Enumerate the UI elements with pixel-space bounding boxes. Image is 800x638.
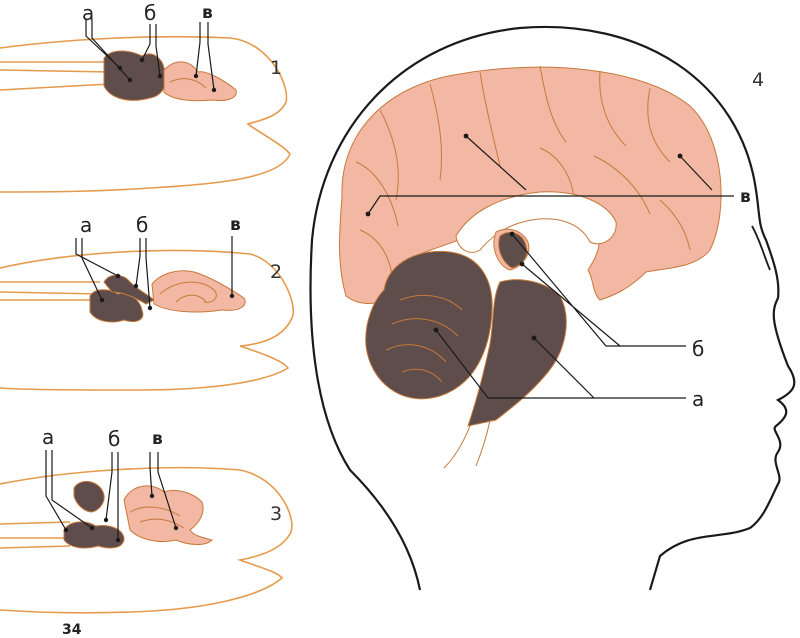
panel-1-head-outline xyxy=(0,35,291,193)
panel-3-label-b: б xyxy=(108,427,120,451)
panel-3-hindbrain xyxy=(63,521,125,549)
panel-2-dot-a1 xyxy=(115,273,121,279)
panel-2: а б в 2 xyxy=(0,213,294,391)
panel-1-leader-b xyxy=(141,24,161,77)
panel-1-label-a: а xyxy=(82,1,94,25)
panel-3-dot-a2 xyxy=(89,525,95,531)
panel-2-dot-b2 xyxy=(147,305,153,311)
panel-4-human: в б а 4 xyxy=(309,25,796,591)
panel-3-label-v: в xyxy=(152,429,163,449)
panel-4-ear xyxy=(751,225,771,271)
panel-2-leader-a xyxy=(75,238,119,301)
panel-1-spinal-cord xyxy=(0,61,111,91)
panel-3-leader-a xyxy=(45,450,93,531)
panel-1-dot-b2 xyxy=(157,73,163,79)
panel-1-fold xyxy=(169,78,207,89)
panel-1-dot-a2 xyxy=(127,77,133,83)
panel-4-head-profile xyxy=(309,25,796,591)
panel-3-dot-v2 xyxy=(173,525,179,531)
panel-4-label-a: а xyxy=(692,387,704,411)
panel-4-label-b: б xyxy=(692,337,704,361)
panel-4-dot-a1 xyxy=(433,327,439,333)
panel-4-dot-v3 xyxy=(677,153,683,159)
panel-1-dot-v1 xyxy=(193,73,199,79)
panel-1-leader-v xyxy=(195,22,215,91)
panel-4-cerebellum-folia xyxy=(385,294,463,383)
page-number: 34 xyxy=(62,622,82,638)
panel-3-midbrain-stalk xyxy=(73,481,105,513)
panel-1-fish: а б в 1 xyxy=(0,1,291,193)
panel-1-label-v: в xyxy=(202,3,213,23)
panel-2-fold-2 xyxy=(175,294,207,303)
panel-4-leader-v xyxy=(367,135,734,215)
panel-4-dot-b2 xyxy=(519,261,525,267)
panel-3-label-a: а xyxy=(42,425,54,449)
panel-3-leader-v xyxy=(149,452,177,529)
panel-2-head-outline xyxy=(0,249,294,391)
panel-2-spinal-cord xyxy=(0,281,101,301)
panel-4-number: 4 xyxy=(752,69,764,91)
panel-1-label-b: б xyxy=(144,1,156,25)
panel-3-number: 3 xyxy=(270,503,282,525)
panel-2-label-v: в xyxy=(230,215,241,235)
panel-2-dot-b1 xyxy=(133,283,139,289)
panel-2-leader-b xyxy=(135,238,151,309)
panel-3-dot-b1 xyxy=(103,517,109,523)
panel-2-label-a: а xyxy=(80,213,92,237)
panel-2-dot-a2 xyxy=(99,297,105,303)
panel-4-midbrain xyxy=(498,231,528,269)
panel-1-dot-a1 xyxy=(117,65,123,71)
panel-1-hindbrain xyxy=(103,50,167,101)
panel-1-leader-a xyxy=(85,20,131,81)
panel-3-spinal-cord xyxy=(0,521,71,549)
panel-3-fold xyxy=(129,506,185,529)
panel-3-leader-b xyxy=(105,452,119,540)
panel-4-dot-a2 xyxy=(531,335,537,341)
panel-4-leader-a xyxy=(435,329,686,399)
panel-3-dot-v1 xyxy=(149,493,155,499)
panel-4-label-v: в xyxy=(740,187,751,207)
panel-3-dot-b2 xyxy=(115,537,121,543)
panel-2-number: 2 xyxy=(270,261,282,283)
panel-4-dot-v1 xyxy=(365,211,371,217)
panel-1-dot-v2 xyxy=(211,87,217,93)
panel-4-leader-b xyxy=(511,233,686,347)
panel-1-forebrain xyxy=(163,61,237,102)
panel-1-dot-b1 xyxy=(139,57,145,63)
panel-3-head-outline xyxy=(0,466,293,614)
panel-4-gyri xyxy=(355,65,691,281)
panel-3-forebrain xyxy=(123,485,213,545)
panel-2-dot-v1 xyxy=(229,293,235,299)
panel-4-spinal-cord xyxy=(443,419,491,469)
panel-3-dot-a1 xyxy=(63,527,69,533)
panel-3: а б в 3 xyxy=(0,425,293,614)
panel-4-dot-v2 xyxy=(463,133,469,139)
panel-4-dot-b1 xyxy=(509,231,515,237)
panel-1-number: 1 xyxy=(270,57,282,79)
panel-2-forebrain xyxy=(151,270,246,313)
panel-4-corpus-callosum xyxy=(455,191,617,253)
panel-2-fold-1 xyxy=(159,281,217,303)
panel-2-label-b: б xyxy=(136,213,148,237)
